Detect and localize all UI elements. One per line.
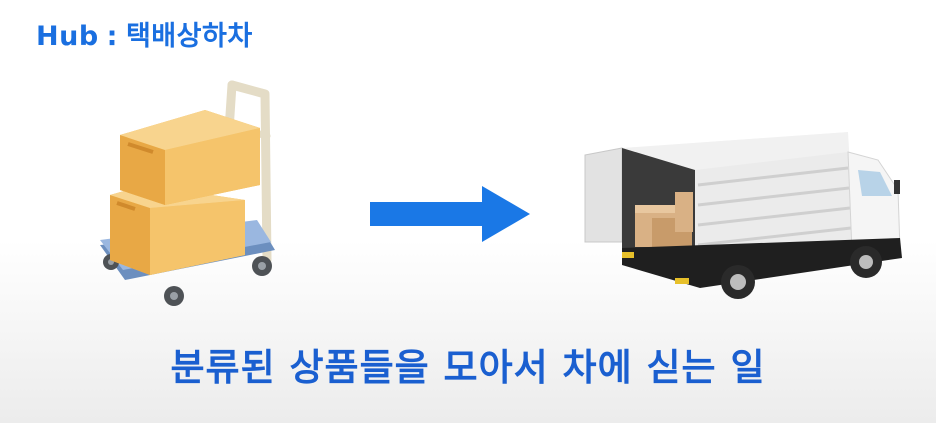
hand-truck-with-boxes-icon: [100, 80, 275, 306]
arrow-right-icon: [370, 186, 530, 242]
hub-label: Hub: [36, 21, 99, 52]
delivery-truck-loaded-icon: [584, 132, 902, 299]
caption: 분류된 상품들을 모아서 차에 싣는 일: [170, 346, 766, 389]
title-separator: :: [106, 21, 118, 52]
topic-label: 택배상하차: [125, 21, 253, 52]
page-title: Hub:택배상하차: [36, 14, 253, 53]
